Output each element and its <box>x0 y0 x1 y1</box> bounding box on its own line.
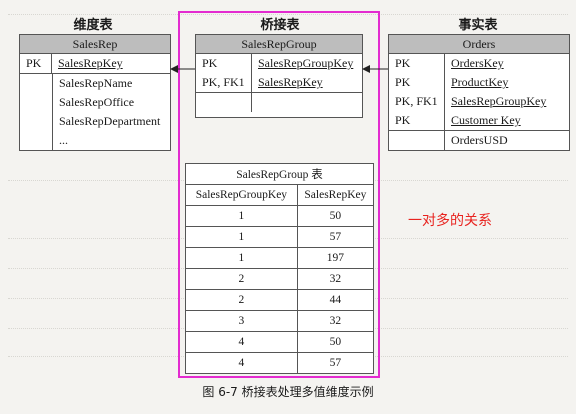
salesrep-field: SalesRepDepartment <box>59 114 161 128</box>
salesrepgroup-key-label: PK, FK1 <box>196 73 252 92</box>
rep-key-cell: 32 <box>296 268 375 290</box>
orders-measure-field: OrdersUSD <box>451 133 508 147</box>
salesrep-pk-field: SalesRepKey <box>58 56 123 70</box>
salesrep-key-column <box>20 74 53 150</box>
salesrepgroup-entity: SalesRepGroup PK SalesRepGroupKey PK, FK… <box>195 34 363 118</box>
rep-key-cell: 32 <box>296 310 375 332</box>
orders-field: ProductKey <box>451 75 509 89</box>
bridge-highlight-frame <box>178 11 380 378</box>
salesrepgroup-row: PK, FK1 SalesRepKey <box>196 73 362 92</box>
rep-key-cell: 50 <box>296 205 375 227</box>
salesrepgroup-title: SalesRepGroup <box>196 35 362 54</box>
figure-caption: 图 6-7 桥接表处理多值维度示例 <box>202 385 374 399</box>
group-key-cell: 4 <box>185 352 298 374</box>
orders-measure-row: OrdersUSD <box>389 130 569 150</box>
orders-title: Orders <box>389 35 569 54</box>
orders-key-label: PK <box>389 73 445 92</box>
orders-key-label: PK, FK1 <box>389 92 445 111</box>
dimension-group-title: 维度表 <box>73 18 113 33</box>
salesrepgroup-empty-key <box>196 93 252 112</box>
orders-measure-key <box>389 131 445 150</box>
one-to-many-annotation: 一对多的关系 <box>408 213 492 229</box>
rep-key-cell: 57 <box>296 226 375 248</box>
orders-entity: Orders PK OrdersKey PK ProductKey PK, FK… <box>388 34 570 151</box>
salesrep-title: SalesRep <box>20 35 170 54</box>
salesrep-pk-row: PK SalesRepKey <box>20 54 170 74</box>
salesrepgroup-data-table: SalesRepGroup 表 SalesRepGroupKey SalesRe… <box>185 163 375 374</box>
orders-row: PK Customer Key <box>389 111 569 130</box>
group-key-cell: 2 <box>185 268 298 290</box>
group-table-header: SalesRepKey <box>296 184 375 206</box>
orders-field: OrdersKey <box>451 56 504 70</box>
group-key-cell: 4 <box>185 331 298 353</box>
rep-key-cell: 50 <box>296 331 375 353</box>
orders-field: SalesRepGroupKey <box>451 94 547 108</box>
orders-key-label: PK <box>389 111 445 130</box>
group-key-cell: 2 <box>185 289 298 311</box>
salesrep-field: SalesRepOffice <box>59 95 135 109</box>
group-table-header: SalesRepGroupKey <box>185 184 298 206</box>
salesrep-field: SalesRepName <box>59 76 133 90</box>
orders-key-label: PK <box>389 54 445 73</box>
orders-field: Customer Key <box>451 113 521 127</box>
group-key-cell: 1 <box>185 226 298 248</box>
salesrepgroup-field: SalesRepGroupKey <box>258 56 354 70</box>
orders-row: PK OrdersKey <box>389 54 569 73</box>
salesrepgroup-field: SalesRepKey <box>258 75 323 89</box>
salesrepgroup-row: PK SalesRepGroupKey <box>196 54 362 73</box>
salesrep-pk-label: PK <box>20 54 52 73</box>
salesrep-field: ... <box>59 133 68 147</box>
fact-group-title: 事实表 <box>458 18 498 33</box>
salesrep-entity: SalesRep PK SalesRepKey SalesRepName Sal… <box>19 34 171 151</box>
salesrepgroup-key-label: PK <box>196 54 252 73</box>
group-table-caption: SalesRepGroup 表 <box>185 163 374 185</box>
orders-row: PK, FK1 SalesRepGroupKey <box>389 92 569 111</box>
group-key-cell: 1 <box>185 205 298 227</box>
rep-key-cell: 57 <box>296 352 375 374</box>
orders-row: PK ProductKey <box>389 73 569 92</box>
rep-key-cell: 197 <box>296 247 375 269</box>
rep-key-cell: 44 <box>296 289 375 311</box>
group-key-cell: 1 <box>185 247 298 269</box>
salesrep-attributes: SalesRepName SalesRepOffice SalesRepDepa… <box>20 74 170 150</box>
group-key-cell: 3 <box>185 310 298 332</box>
bridge-group-title: 桥接表 <box>260 18 300 33</box>
salesrepgroup-empty-row <box>196 92 362 112</box>
